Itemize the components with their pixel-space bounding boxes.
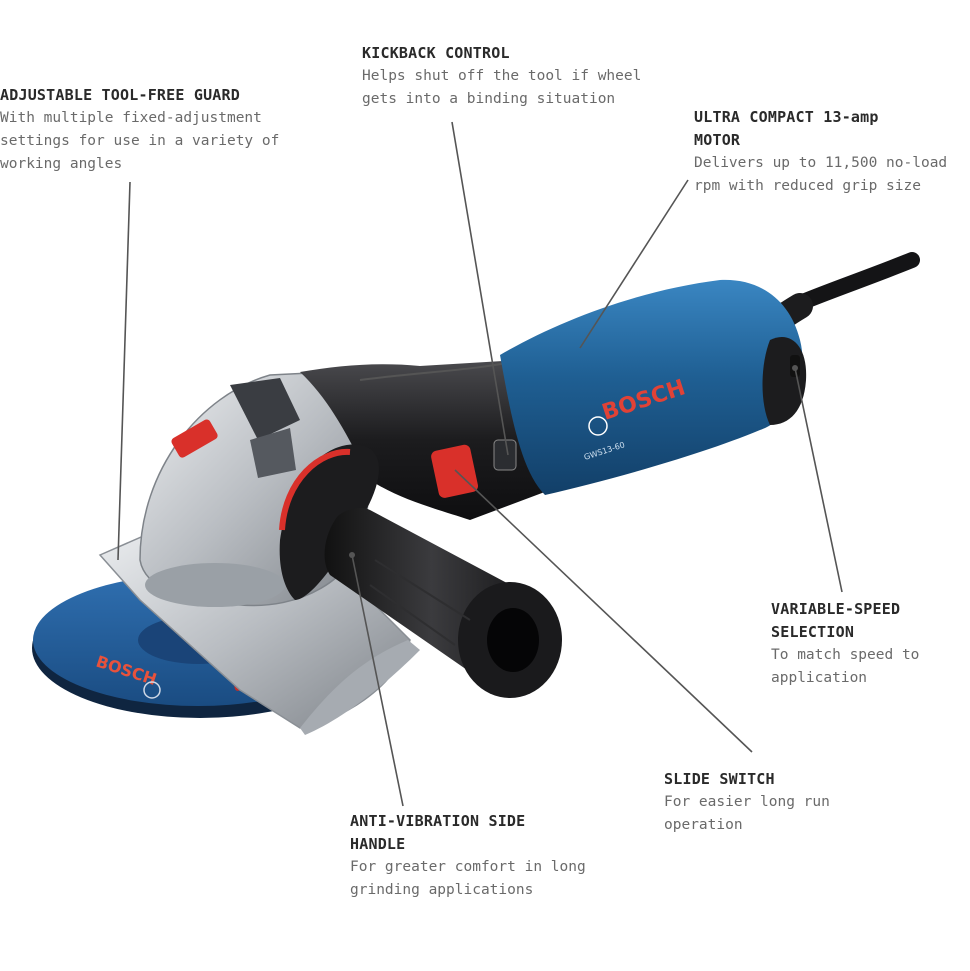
leader-variable-speed: [794, 367, 843, 593]
callout-variable-speed: VARIABLE-SPEED SELECTION To match speed …: [771, 598, 966, 690]
callout-variable-speed-title: VARIABLE-SPEED SELECTION: [771, 600, 901, 641]
leader-guard: [117, 181, 131, 561]
callout-handle: ANTI-VIBRATION SIDE HANDLE For greater c…: [350, 810, 640, 902]
callout-motor-desc: Delivers up to 11,500 no-load rpm with r…: [694, 155, 948, 194]
neck-housing: [300, 360, 554, 520]
leader-handle: [351, 554, 404, 807]
callout-slide-switch-desc: For easier long run operation: [664, 794, 830, 833]
callout-variable-speed-desc: To match speed to application: [771, 647, 920, 686]
leader-slide-switch: [454, 469, 753, 753]
callout-guard: ADJUSTABLE TOOL-FREE GUARD With multiple…: [0, 84, 300, 176]
callout-kickback-desc: Helps shut off the tool if wheel gets in…: [362, 68, 642, 107]
callout-motor: ULTRA COMPACT 13-amp MOTOR Delivers up t…: [694, 106, 964, 198]
callout-motor-title: ULTRA COMPACT 13-amp MOTOR: [694, 108, 879, 149]
callout-handle-title: ANTI-VIBRATION SIDE HANDLE: [350, 812, 526, 853]
rear-cap: [762, 336, 807, 425]
leader-lines: [117, 121, 843, 807]
motor-housing: [500, 279, 803, 495]
callout-guard-desc: With multiple fixed-adjustment settings …: [0, 110, 280, 172]
kickback-indicator-icon: [493, 439, 517, 471]
slide-switch: [431, 444, 478, 498]
side-handle: [279, 444, 562, 698]
callout-kickback-title: KICKBACK CONTROL: [362, 44, 510, 62]
brand-logo-icon: [588, 416, 608, 436]
leader-motor: [579, 179, 689, 349]
callout-handle-desc: For greater comfort in long grinding app…: [350, 859, 586, 898]
callout-slide-switch-title: SLIDE SWITCH: [664, 770, 775, 788]
callout-guard-title: ADJUSTABLE TOOL-FREE GUARD: [0, 86, 240, 104]
leader-kickback: [451, 121, 509, 456]
callout-slide-switch: SLIDE SWITCH For easier long run operati…: [664, 768, 914, 837]
spindle-lock-button: [171, 419, 218, 458]
callout-kickback: KICKBACK CONTROL Helps shut off the tool…: [362, 42, 662, 111]
